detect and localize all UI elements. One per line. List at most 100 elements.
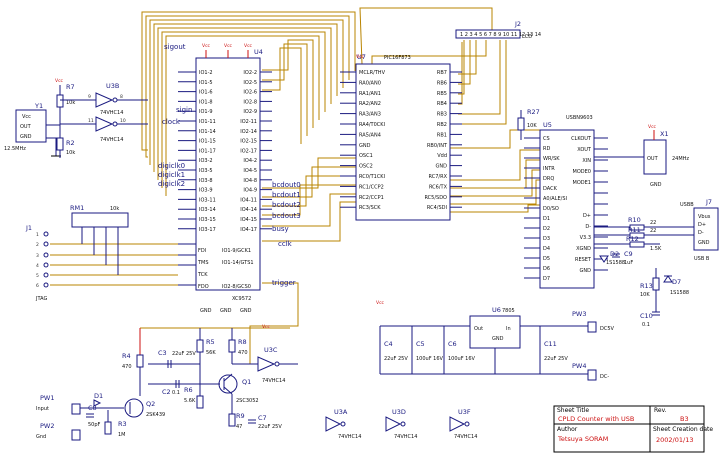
wire-bundle — [50, 7, 560, 364]
svg-text:C8: C8 — [88, 404, 97, 412]
svg-text:C7: C7 — [258, 414, 267, 422]
svg-text:U3B: U3B — [106, 82, 119, 90]
u5_left-pin-label: D3 — [543, 236, 550, 242]
svg-text:C6: C6 — [448, 340, 457, 348]
svg-text:R13: R13 — [640, 282, 653, 290]
svg-text:5.6K: 5.6K — [184, 398, 196, 404]
u5_right-pin-label: CLKOUT — [571, 136, 592, 142]
svg-text:USB B: USB B — [694, 256, 710, 262]
svg-text:GND: GND — [220, 308, 232, 314]
connector-pw1: PW1 Input — [36, 394, 81, 415]
svg-text:R10: R10 — [628, 216, 641, 224]
u7_left-pin-label: RA5/AN4 — [359, 132, 381, 138]
u5_left-pin-label: WR/SK — [543, 156, 560, 162]
u4_right-pin-label: IO2-15 — [240, 139, 257, 145]
u7_left-pin-label: GND — [359, 143, 371, 149]
u5_left-pin-label: D4 — [543, 246, 550, 252]
svg-text:R7: R7 — [66, 83, 75, 91]
svg-text:Q1: Q1 — [242, 378, 251, 386]
svg-text:GND: GND — [20, 134, 32, 140]
svg-text:R3: R3 — [118, 420, 127, 428]
u4_right-pin-label: IO4-9 — [243, 188, 257, 194]
u5_right-pin-label: D+ — [583, 213, 591, 219]
u5_left-pin-label: D2 — [543, 226, 550, 232]
svg-text:1: 1 — [36, 232, 39, 238]
u7_right-pin-label: RC5/SDO — [424, 195, 447, 201]
capacitor-c9: C9 1uF — [612, 250, 633, 266]
net-bcdout2: bcdout2 — [272, 201, 301, 209]
svg-text:Vcc: Vcc — [244, 43, 253, 49]
svg-text:TCK: TCK — [197, 272, 208, 278]
u4_right-pin-label: IO2-11 — [240, 119, 257, 125]
svg-text:22: 22 — [650, 228, 656, 234]
u4_right-pin-label: IO4-14 — [240, 207, 257, 213]
svg-text:1uF: 1uF — [624, 260, 633, 266]
svg-text:U3A: U3A — [334, 408, 348, 416]
connector-j1-jtag: J1 12 34 56 JTAG — [25, 224, 49, 302]
u4_left-pin-label: IO3-14 — [199, 207, 216, 213]
svg-text:74VHC14: 74VHC14 — [454, 434, 477, 440]
net-bcdout3: bcdout3 — [272, 212, 301, 220]
svg-text:R12: R12 — [626, 235, 639, 243]
svg-text:PW3: PW3 — [572, 310, 586, 318]
u5_right-pin-label: MODE1 — [573, 180, 591, 186]
u7_right-pin-label: RB4 — [437, 101, 447, 107]
u4_left-pin-label: IO1-2 — [199, 70, 213, 76]
svg-text:DC5V: DC5V — [600, 326, 615, 332]
svg-text:GND: GND — [650, 182, 662, 188]
u7_left-pin-label: RA2/AN2 — [359, 101, 381, 107]
svg-text:XC9572: XC9572 — [232, 296, 251, 302]
svg-text:10k: 10k — [110, 206, 119, 212]
svg-text:22uF 25V: 22uF 25V — [544, 356, 568, 362]
svg-text:U7: U7 — [357, 53, 366, 61]
svg-text:D7: D7 — [672, 278, 681, 286]
svg-text:Vcc: Vcc — [202, 43, 211, 49]
svg-text:4: 4 — [36, 263, 39, 269]
svg-text:50pF: 50pF — [88, 422, 101, 428]
u7_right-pin-label: RB0/INT — [427, 143, 448, 149]
svg-text:100uF 16V: 100uF 16V — [448, 356, 476, 362]
svg-text:Vcc: Vcc — [356, 54, 365, 60]
u5_left-pin-label: CS — [543, 136, 550, 142]
svg-text:J1: J1 — [25, 224, 32, 232]
net-sigout: sigout — [164, 43, 186, 51]
inverter-u3a-spare: U3A 74VHC14 — [325, 408, 361, 440]
svg-text:DC-: DC- — [600, 374, 609, 380]
svg-text:12.5MHz: 12.5MHz — [4, 146, 26, 152]
svg-text:2002/01/13: 2002/01/13 — [656, 436, 693, 444]
svg-text:11: 11 — [88, 118, 94, 124]
inverter-u3f-spare: U3F 74VHC14 — [449, 408, 477, 440]
resistor-r7: R7 10k — [56, 83, 75, 125]
svg-text:U6: U6 — [492, 306, 501, 314]
svg-text:0.1: 0.1 — [172, 390, 180, 396]
svg-text:100uF 16V: 100uF 16V — [416, 356, 444, 362]
u4_left-pin-label: IO1-8 — [199, 99, 213, 105]
net-bcdout0: bcdout0 — [272, 181, 301, 189]
svg-text:Sheet Title: Sheet Title — [557, 407, 589, 414]
u7_right-pin-label: RC6/TX — [429, 184, 448, 190]
svg-text:10K: 10K — [527, 123, 537, 129]
svg-text:IO2-8/GCS0: IO2-8/GCS0 — [222, 284, 251, 290]
svg-text:470: 470 — [122, 364, 132, 370]
svg-text:22uF 25V: 22uF 25V — [258, 424, 282, 430]
svg-text:74VHC14: 74VHC14 — [262, 378, 285, 384]
u4_left-pin-label: IO1-14 — [199, 129, 216, 135]
u4_right-pin-label: IO2-2 — [243, 70, 257, 76]
svg-text:OUT: OUT — [20, 124, 32, 130]
u4_left-pin-label: IO3-9 — [199, 188, 213, 194]
u4_left-pin-label: IO3-11 — [199, 197, 216, 203]
u5_left-pin-label: DRQ — [543, 176, 554, 182]
u7_left-pin-label: RC1/CCP2 — [359, 184, 384, 190]
svg-text:D2: D2 — [610, 250, 619, 258]
svg-text:1S1588: 1S1588 — [606, 260, 625, 266]
resistor-r27: R27 10K — [517, 108, 540, 140]
svg-text:B3: B3 — [680, 415, 689, 423]
u5_right-pin-label: GND — [580, 268, 592, 274]
svg-text:GND: GND — [492, 336, 504, 342]
u7_right-pin-label: RB2 — [437, 122, 447, 128]
svg-text:Vcc: Vcc — [22, 114, 31, 120]
svg-text:PIC16F873: PIC16F873 — [384, 55, 411, 61]
svg-text:PW2: PW2 — [40, 422, 54, 430]
u7_left-pin-label: RC3/SCK — [359, 205, 381, 211]
u4_left-pin-label: IO3-17 — [199, 227, 216, 233]
